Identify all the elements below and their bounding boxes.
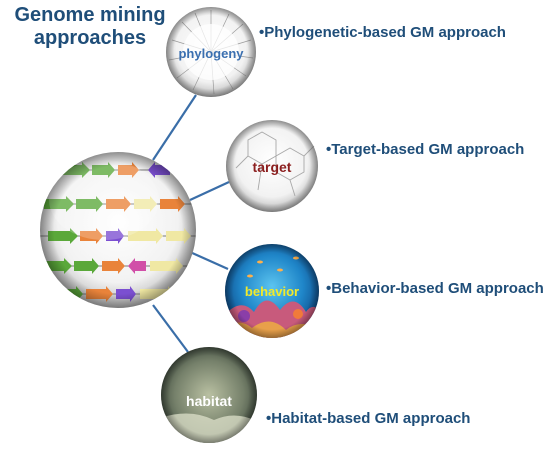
label-habitat-approach: •Habitat-based GM approach: [266, 410, 471, 427]
target-caption: target: [253, 159, 292, 175]
habitat-caption: habitat: [186, 393, 232, 409]
connector-behavior: [189, 250, 229, 271]
connector-target: [189, 181, 230, 201]
label-phylogenetic-approach: •Phylogenetic-based GM approach: [259, 24, 506, 41]
label-target-approach: •Target-based GM approach: [326, 141, 525, 158]
diagram-title: Genome mining approaches: [14, 4, 166, 49]
connector-habitat: [152, 304, 189, 353]
target-node: [226, 120, 318, 212]
connector-phylogeny: [152, 94, 197, 161]
behavior-node: [225, 244, 319, 338]
genome-node: [40, 152, 196, 308]
label-behavior-approach: •Behavior-based GM approach: [326, 280, 544, 297]
phylogeny-caption: phylogeny: [178, 46, 244, 61]
connector-lines: [152, 94, 230, 353]
behavior-caption: behavior: [245, 284, 299, 299]
phylogeny-node: [166, 7, 256, 97]
